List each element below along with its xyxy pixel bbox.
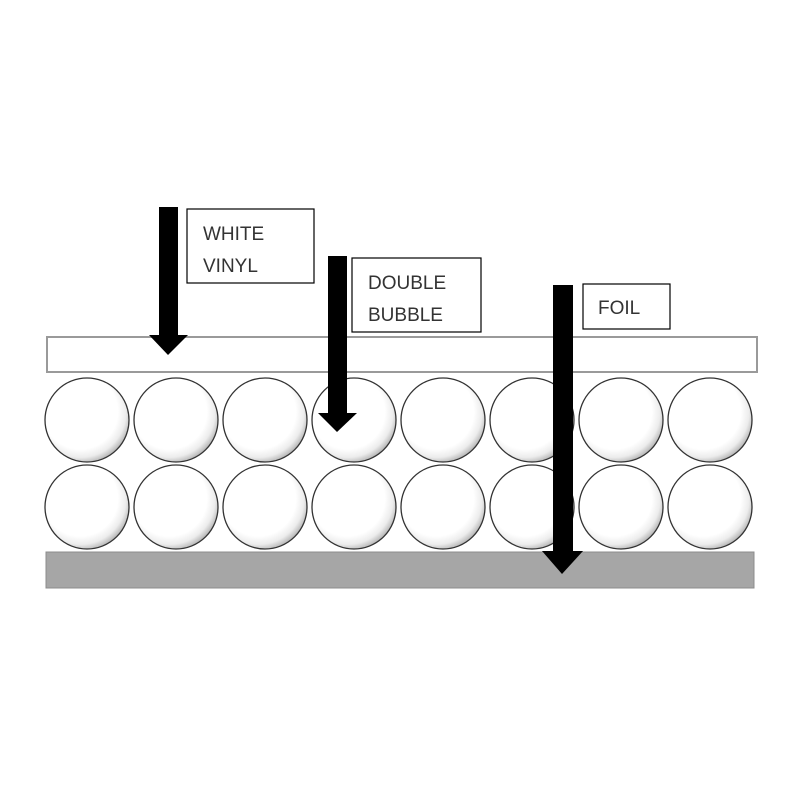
white-vinyl-label-line2: VINYL [203, 256, 258, 277]
bubble [400, 377, 486, 463]
double-bubble-arrow [318, 256, 357, 432]
white-vinyl-label-line1: WHITE [203, 224, 264, 245]
foil-arrow [542, 285, 583, 574]
bubble [133, 464, 219, 550]
bubble [578, 377, 664, 463]
bubble [311, 464, 397, 550]
double-bubble-label: DOUBLE BUBBLE [351, 257, 482, 333]
bubble [667, 464, 753, 550]
bubble [311, 377, 397, 463]
foil-layer [45, 551, 755, 589]
bubble [400, 464, 486, 550]
bubble [222, 464, 308, 550]
bubble [578, 464, 664, 550]
double-bubble-layer [44, 377, 753, 550]
white-vinyl-label: WHITE VINYL [186, 208, 315, 284]
bubble [44, 377, 130, 463]
double-bubble-label-line1: DOUBLE [368, 273, 446, 294]
double-bubble-label-line2: BUBBLE [368, 305, 443, 326]
bubble [222, 377, 308, 463]
bubble [133, 377, 219, 463]
white-vinyl-arrow [149, 207, 188, 355]
foil-label: FOIL [582, 283, 671, 330]
foil-label-line1: FOIL [598, 298, 640, 319]
white-vinyl-layer [46, 336, 758, 373]
bubble [667, 377, 753, 463]
bubble [44, 464, 130, 550]
